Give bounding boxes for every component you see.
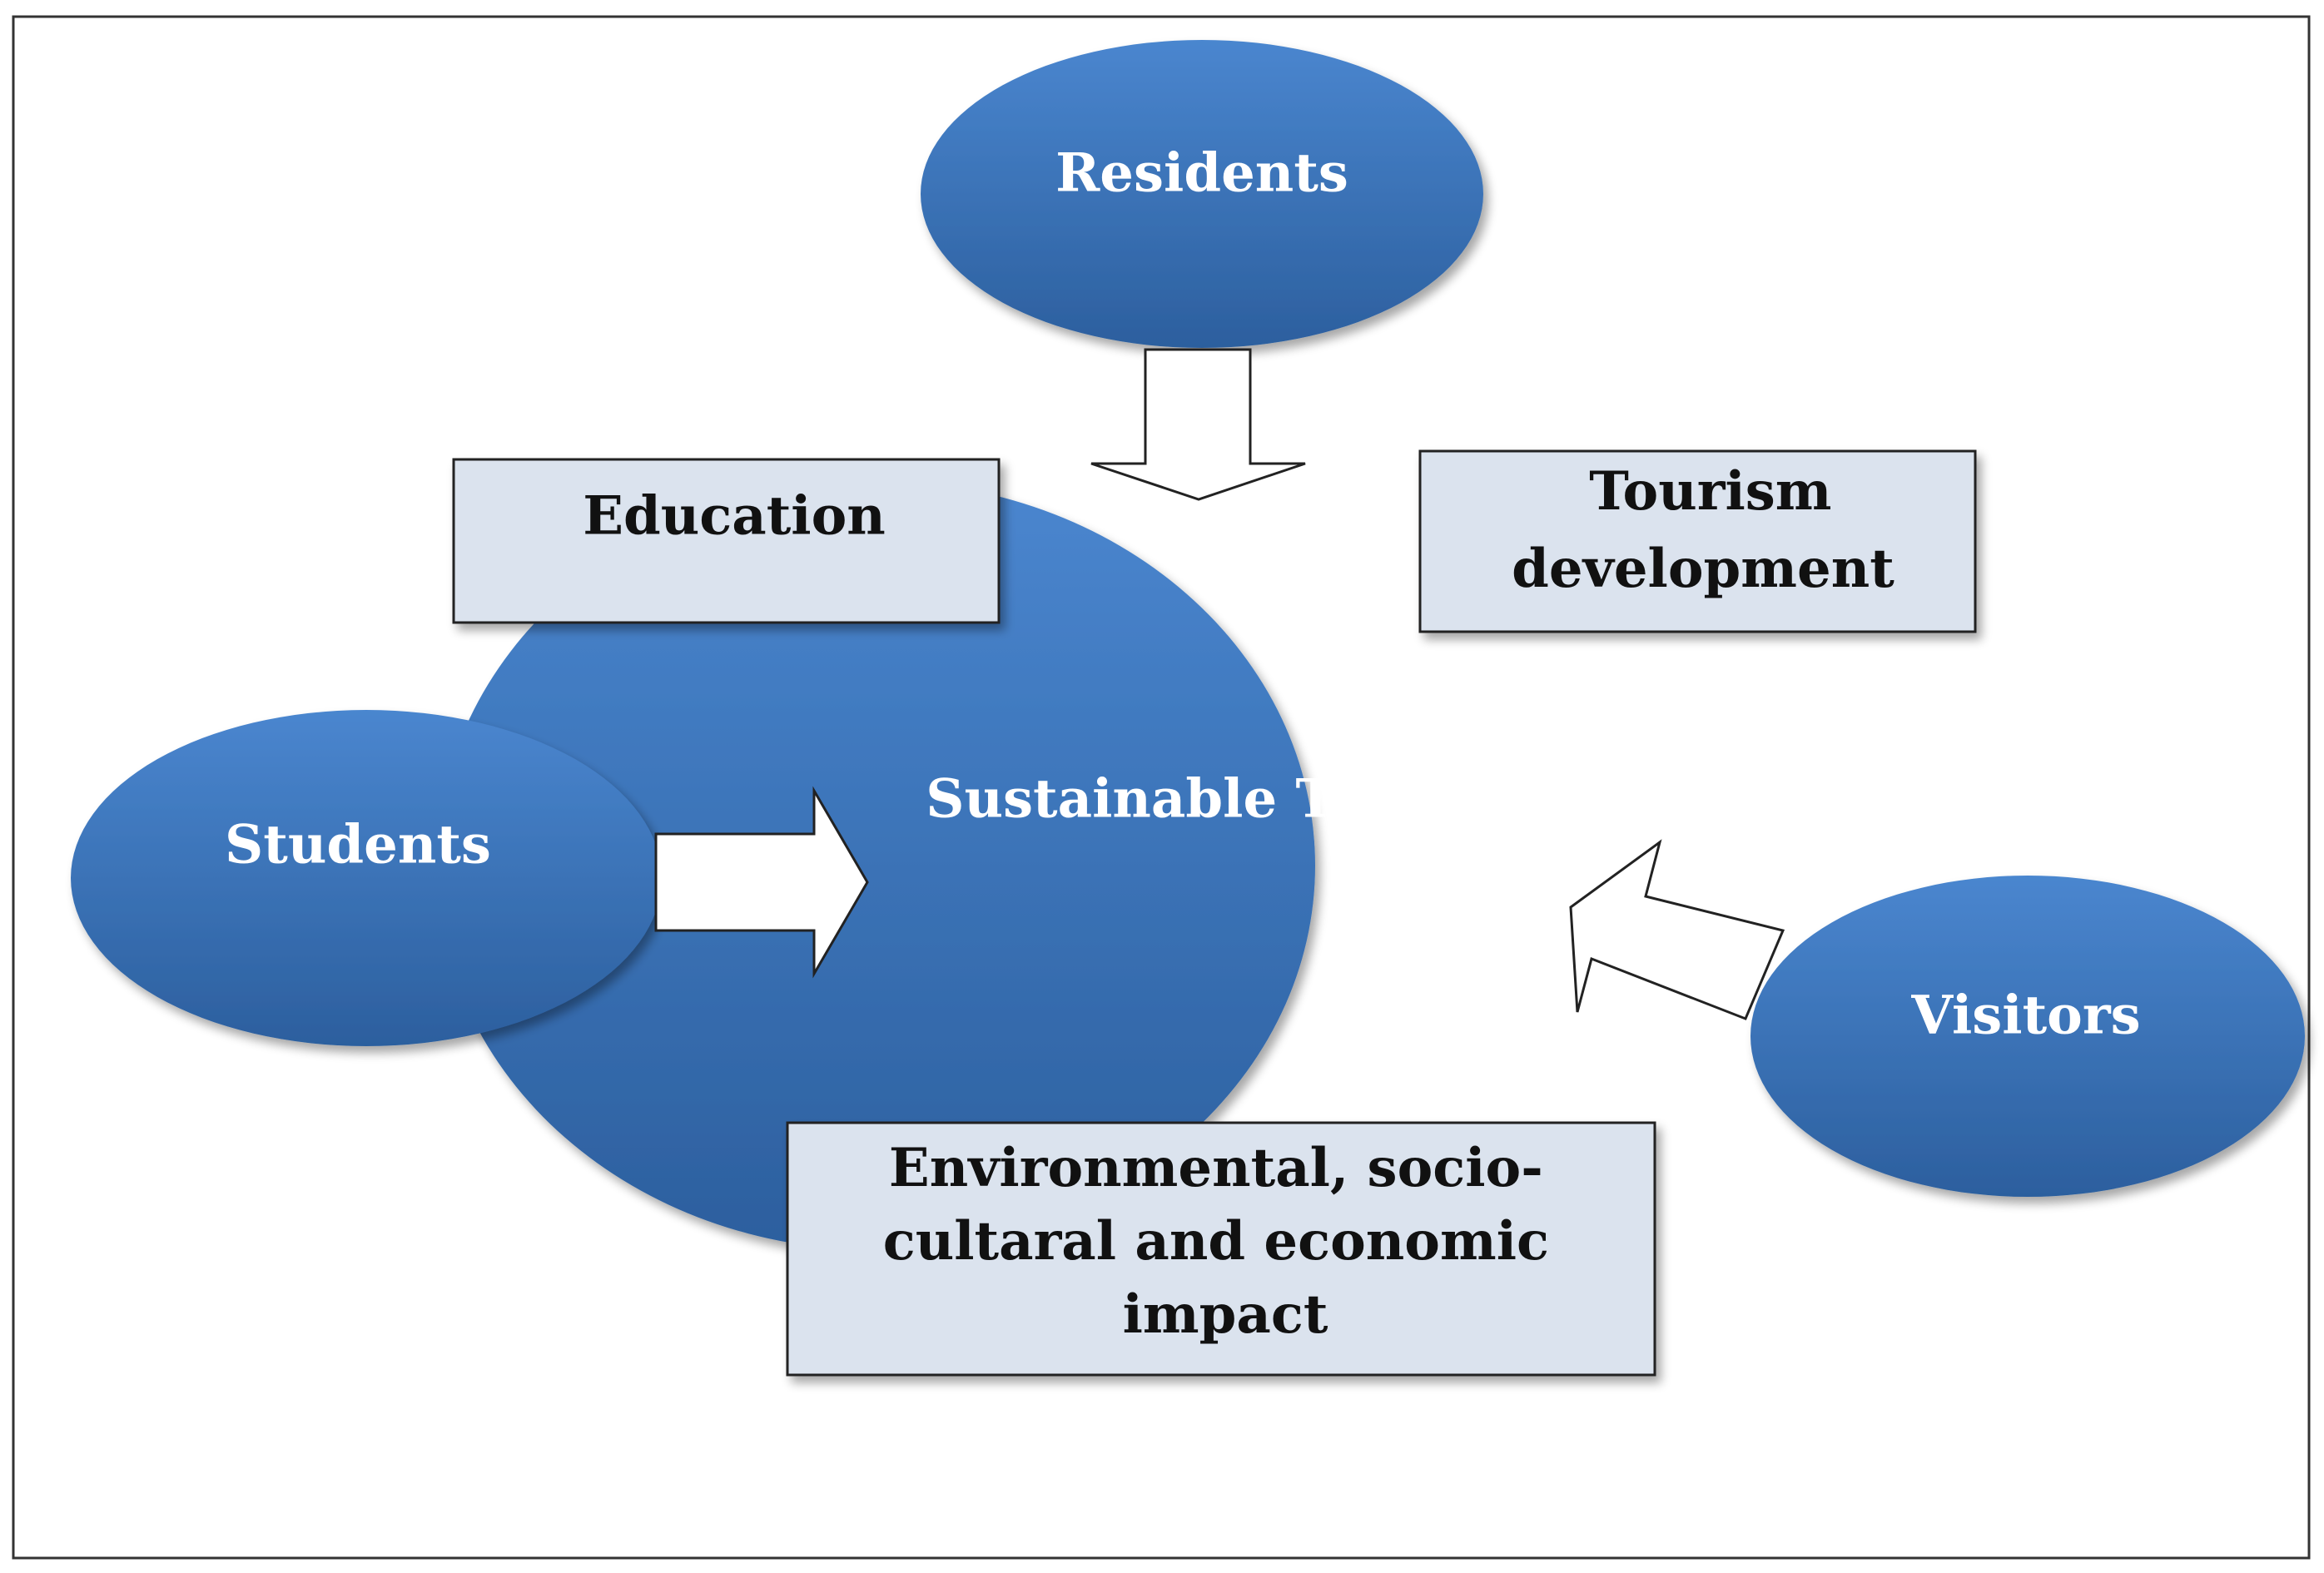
education-label: Education <box>583 485 886 548</box>
students-label: Students <box>225 814 491 876</box>
visitors-node-shape <box>1750 876 2305 1197</box>
students-node-shape <box>71 710 662 1046</box>
impact-line-2: cultaral and economic <box>883 1210 1549 1273</box>
tourism-development-line-2: development <box>1512 538 1894 600</box>
center-node-shape <box>436 481 1315 1250</box>
tourism-development-line-1: Tourism <box>1589 460 1831 523</box>
education-box <box>452 458 1001 624</box>
impact-box <box>786 1121 1656 1377</box>
impact-label: Environmental, socio- cultaral and econo… <box>883 1137 1568 1346</box>
arrow-residents-to-center <box>1090 348 1306 501</box>
arrow-students-to-center <box>654 786 869 979</box>
residents-label: Residents <box>1055 142 1348 205</box>
impact-line-1: Environmental, socio- <box>889 1137 1543 1199</box>
tourism-development-box <box>1418 449 1977 633</box>
center-label: Sustainable Tourism <box>926 768 1537 831</box>
arrow-visitors-to-center <box>1569 839 1785 1020</box>
visitors-label: Visitors <box>1910 985 2140 1047</box>
tourism-development-label: Tourism development <box>1512 460 1894 600</box>
residents-node-shape <box>921 40 1483 348</box>
impact-line-3: impact <box>1123 1283 1328 1346</box>
